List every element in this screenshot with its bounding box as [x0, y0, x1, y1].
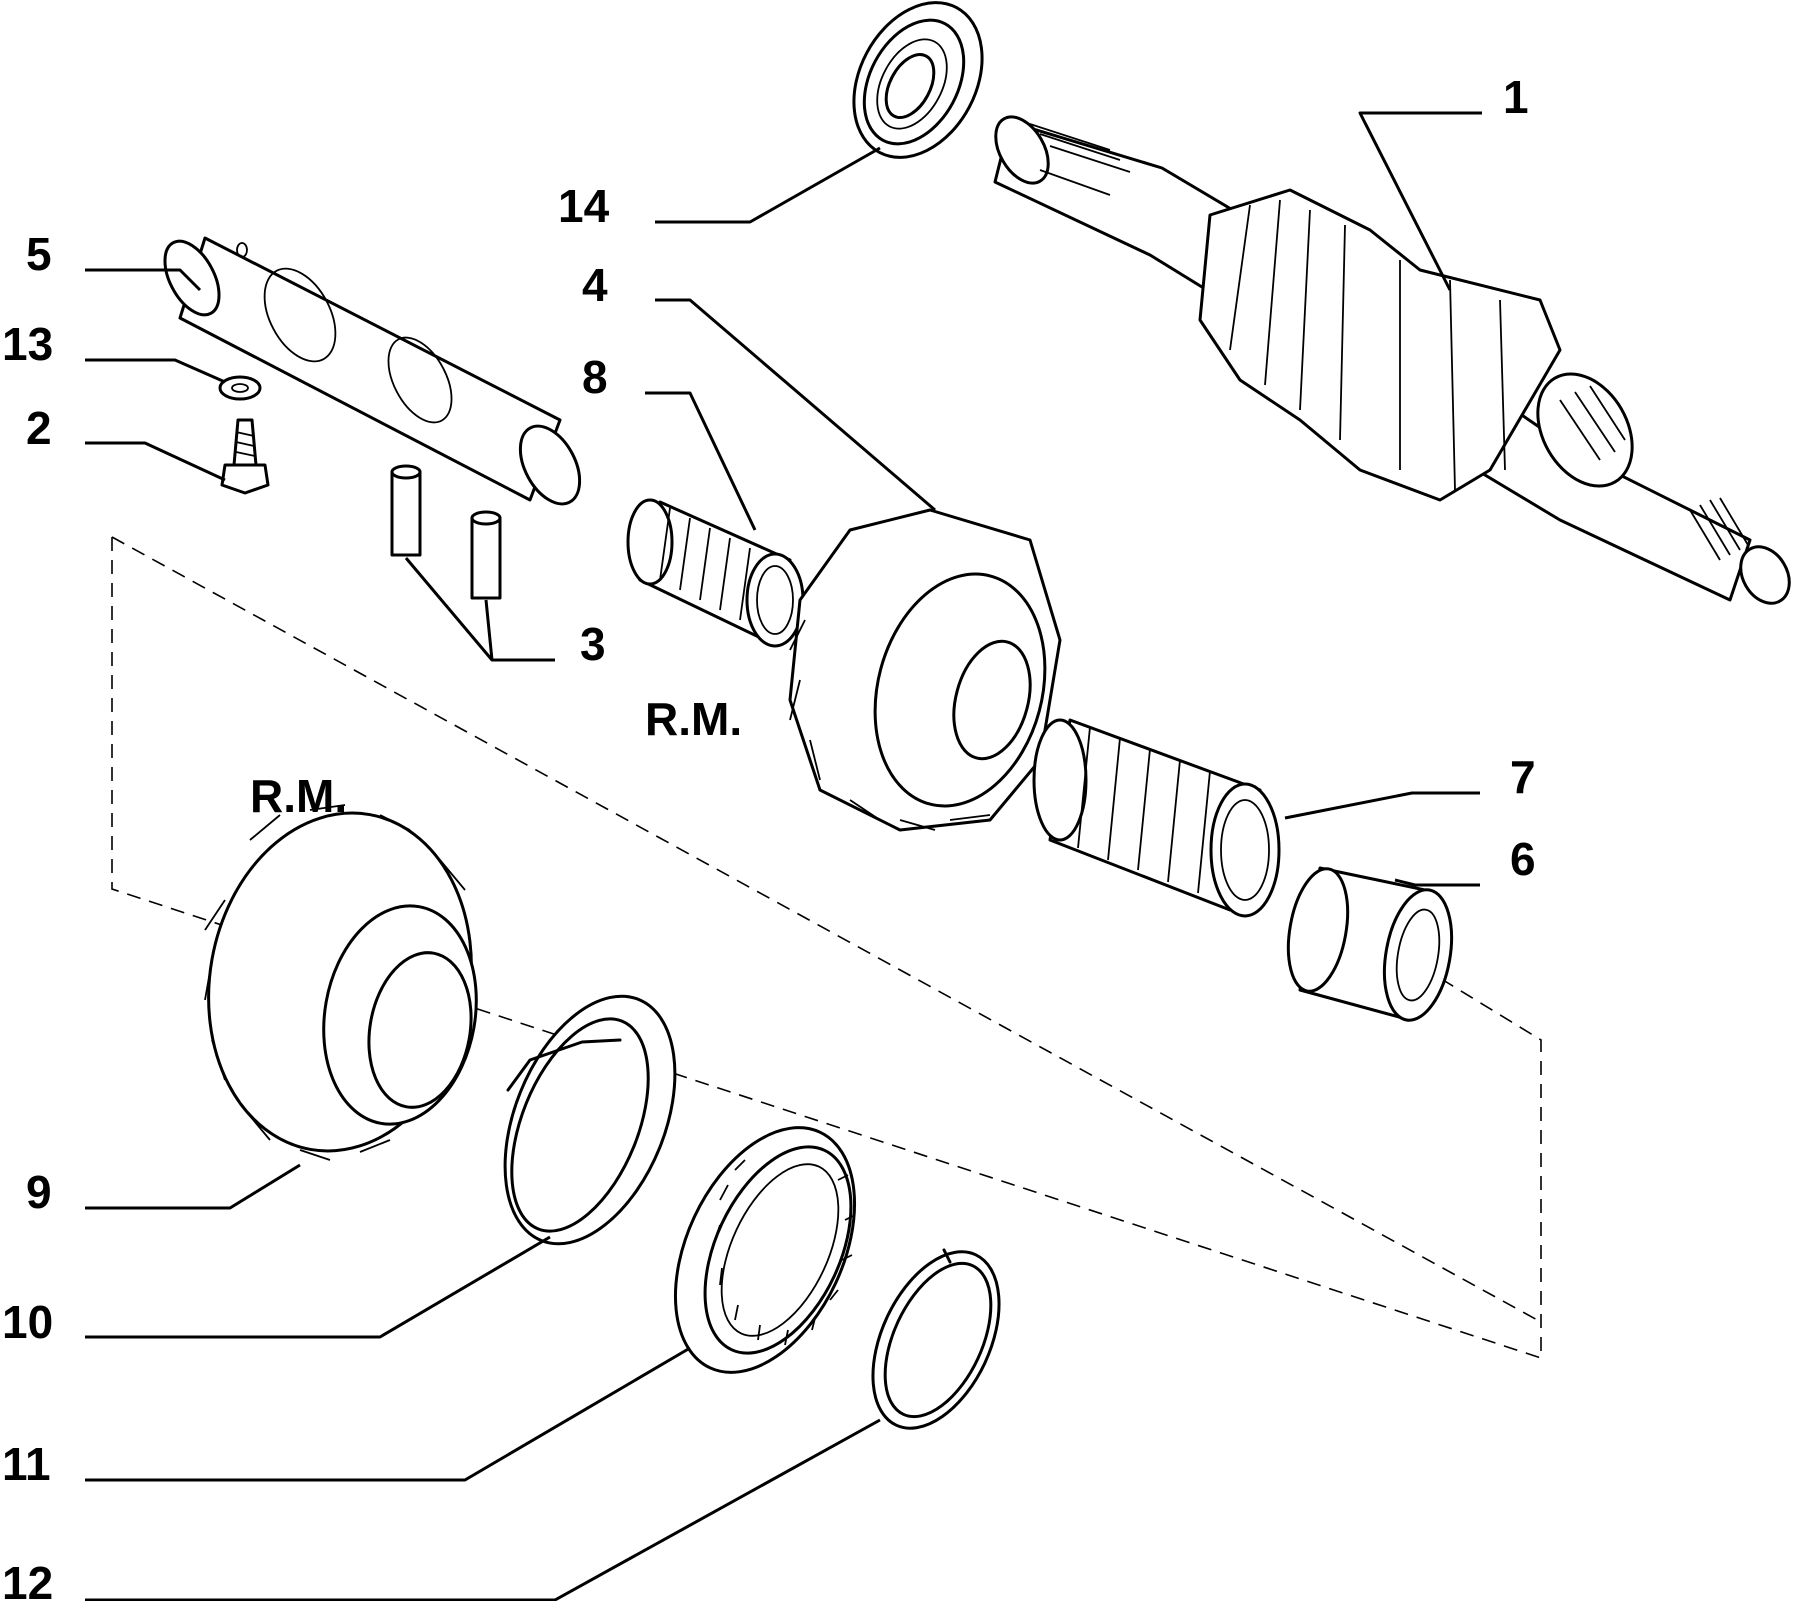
part-1-main-shaft	[993, 115, 1791, 605]
part-4-reverse-gear	[788, 508, 1062, 832]
callout-6: 6	[1510, 833, 1536, 885]
part-6-bushing	[1286, 866, 1454, 1022]
rm-annotation-upper: R.M.	[645, 693, 742, 745]
part-7-needle-bearing	[1032, 718, 1281, 918]
part-12-circlip	[871, 1248, 1001, 1430]
part-11-sliding-sleeve	[673, 1126, 857, 1374]
callout-1: 1	[1503, 71, 1529, 123]
callout-9: 9	[26, 1166, 52, 1218]
callout-7: 7	[1510, 751, 1536, 803]
assembly-dashed-outline	[111, 536, 1542, 1360]
leader-lines	[85, 111, 1482, 1601]
callout-8: 8	[582, 351, 608, 403]
callout-2: 2	[26, 402, 52, 454]
callout-10: 10	[2, 1296, 53, 1348]
callout-11: 11	[2, 1438, 51, 1490]
callout-12: 12	[2, 1557, 53, 1601]
rm-annotation-lower: R.M.	[250, 770, 347, 822]
part-2-screw	[220, 418, 270, 495]
callout-13: 13	[2, 318, 53, 370]
part-13-washer	[218, 375, 262, 401]
part-8-needle-bearing	[626, 498, 805, 648]
part-14-ball-bearing	[852, 1, 984, 159]
callout-14: 14	[558, 180, 610, 232]
callout-labels: 1 2 3 4 5 6 7 8 9 10 11 12 13 14 R.M. R.…	[2, 71, 1536, 1601]
part-9-idler-gear	[204, 804, 478, 1161]
callout-3: 3	[580, 618, 606, 670]
part-5-idler-shaft	[163, 236, 582, 506]
callout-4: 4	[582, 259, 608, 311]
callout-5: 5	[26, 228, 52, 280]
part-3-pins	[390, 464, 502, 600]
part-10-synchro-ring	[503, 994, 677, 1246]
